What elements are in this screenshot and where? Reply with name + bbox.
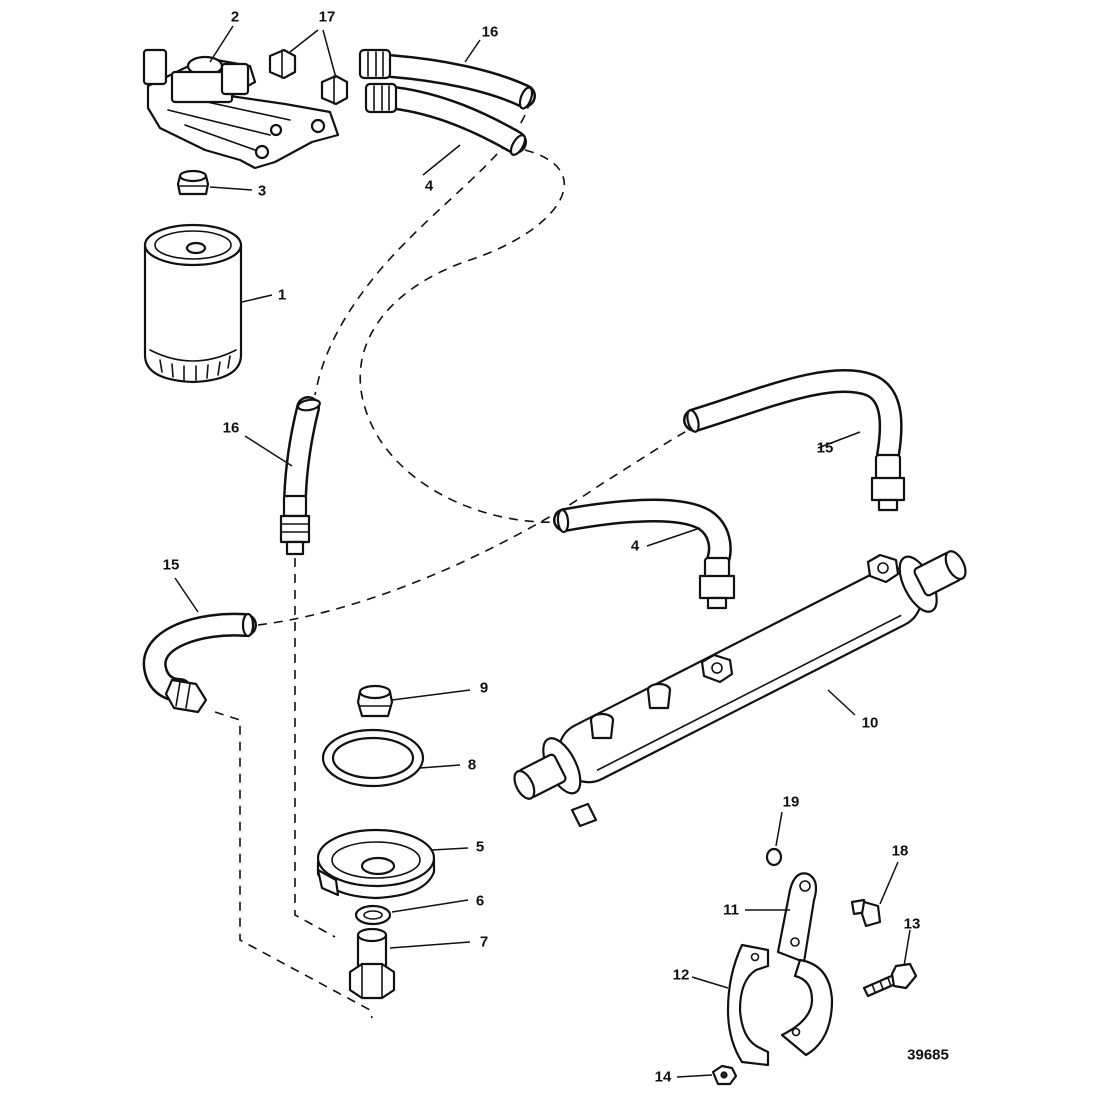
callout-7: 7	[479, 933, 489, 951]
oil-cooler-part-10	[513, 550, 967, 828]
hose-4-lower	[553, 498, 736, 610]
bracket-part-11	[776, 872, 818, 964]
screw-part-18	[850, 898, 882, 928]
hose-16-lower	[279, 396, 321, 556]
figure-number: 39685	[907, 1046, 949, 1064]
routing-line-hose4-upper	[359, 149, 566, 524]
routing-line-hose15	[257, 427, 693, 626]
nipple-part-3	[176, 169, 210, 196]
hose-15-lower	[142, 612, 257, 714]
callout-4-lower: 4	[630, 537, 640, 555]
callout-17: 17	[318, 8, 336, 26]
callout-12: 12	[672, 966, 690, 984]
washer-part-19	[765, 847, 783, 867]
adapter-part-5	[316, 828, 436, 900]
callout-15-lower: 15	[162, 556, 180, 574]
callout-16-lower: 16	[222, 419, 240, 437]
callout-19: 19	[782, 793, 800, 811]
nut-part-14	[711, 1064, 738, 1086]
callout-8: 8	[467, 756, 477, 774]
leader-lines	[174, 25, 911, 1078]
clamp-part-12	[726, 943, 834, 1067]
callout-6: 6	[475, 892, 485, 910]
routing-lines	[214, 99, 693, 1019]
callout-4-upper: 4	[424, 177, 434, 195]
hose-4-upper	[364, 82, 527, 156]
hose-16-upper	[358, 48, 536, 110]
callout-5: 5	[475, 838, 485, 856]
filter-head-part-2	[142, 48, 340, 170]
callout-15-right: 15	[816, 439, 834, 457]
callout-3: 3	[257, 182, 267, 200]
oil-filter-part-1	[143, 223, 243, 384]
hose-15-right	[683, 369, 906, 512]
callout-13: 13	[903, 915, 921, 933]
sealing-ring-part-8	[321, 728, 425, 788]
nipple-part-9	[356, 684, 394, 718]
washer-part-6	[354, 904, 392, 926]
callout-1: 1	[277, 286, 287, 304]
connector-part-7	[348, 927, 396, 1000]
callout-11: 11	[723, 901, 739, 919]
callout-16-upper: 16	[481, 23, 499, 41]
callout-9: 9	[479, 679, 489, 697]
callout-14: 14	[654, 1068, 672, 1086]
screw-part-13	[862, 962, 918, 998]
callout-2: 2	[230, 8, 240, 26]
routing-line-hose16-to-adapter	[294, 558, 336, 938]
callout-10: 10	[861, 714, 879, 732]
callout-18: 18	[891, 842, 909, 860]
routing-line-hose15-to-adapter	[214, 711, 373, 1019]
